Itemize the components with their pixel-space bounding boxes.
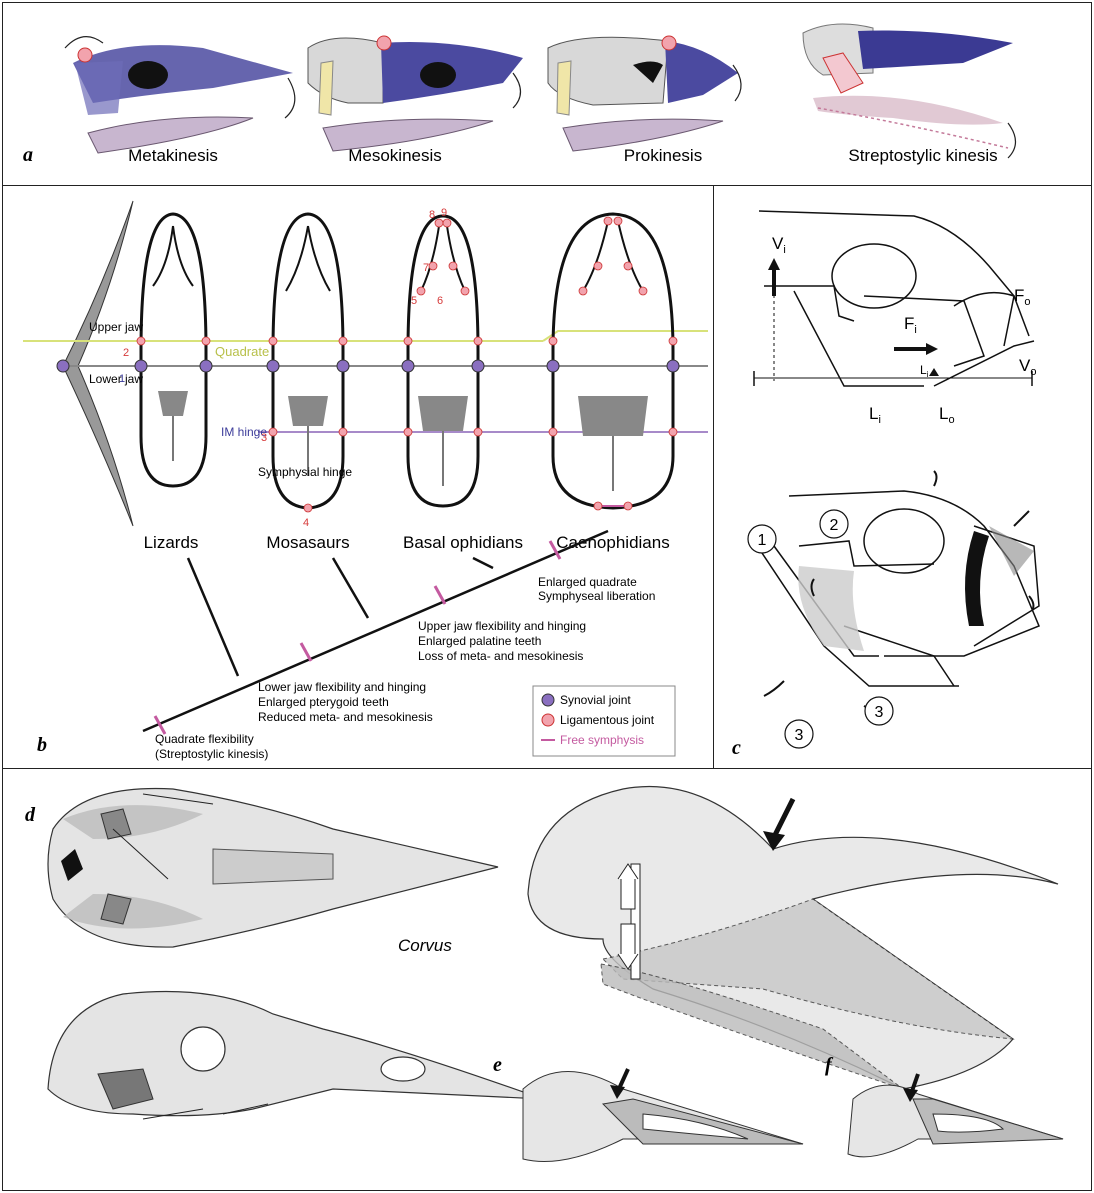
caption-prokinesis: Prokinesis <box>624 146 702 165</box>
hatched-region <box>989 526 1034 576</box>
label-lower-jaw: Lower jaw <box>89 372 143 386</box>
mosasaur-palate <box>273 214 343 508</box>
caption-mesokinesis: Mesokinesis <box>348 146 442 165</box>
taxon-caenophidians: Caenophidians <box>556 533 669 552</box>
note-mosa-1: Lower jaw flexibility and hinging <box>258 680 426 694</box>
note-lizard-2: (Streptostylic kinesis) <box>155 747 268 761</box>
caenophidian-palate <box>553 214 673 508</box>
caption-metakinesis: Metakinesis <box>128 146 218 165</box>
circled-3b: 3 <box>875 704 884 721</box>
circled-2: 2 <box>830 517 839 534</box>
panel-def-svg: Corvus d e f <box>3 769 1093 1192</box>
joint-number-2: 2 <box>123 347 129 359</box>
taxon-basal-ophidians: Basal ophidians <box>403 533 523 552</box>
joint-number-1: 1 <box>119 373 125 385</box>
label-vi: Vi <box>772 234 786 256</box>
label-quadrate: Quadrate <box>215 344 269 359</box>
corvus-jaw-mechanics <box>528 787 1058 1090</box>
legend-swatch-synovial <box>542 694 554 706</box>
note-caeno-1: Enlarged quadrate <box>538 575 637 589</box>
joint-number-7: 7 <box>423 262 429 274</box>
note-lizard-1: Quadrate flexibility <box>155 732 254 746</box>
note-mosa-3: Reduced meta- and mesokinesis <box>258 710 433 724</box>
note-caeno-2: Symphyseal liberation <box>538 589 655 603</box>
note-basal-3: Loss of meta- and mesokinesis <box>418 649 583 663</box>
circled-1: 1 <box>758 532 767 549</box>
label-li: Li <box>869 404 881 426</box>
panel-c-svg: Vi Fo Fi Vo Li Li Lo 1 <box>714 186 1093 771</box>
note-mosa-2: Enlarged pterygoid teeth <box>258 695 389 709</box>
caption-streptostylic: Streptostylic kinesis <box>848 146 997 165</box>
taxon-lizards: Lizards <box>144 533 199 552</box>
panel-e-letter: e <box>493 1054 502 1076</box>
skull-mesokinesis <box>308 36 523 151</box>
panel-a-letter: a <box>23 144 33 166</box>
basal-ophidian-palate <box>408 216 478 506</box>
panel-d-letter: d <box>25 804 36 826</box>
note-basal-1: Upper jaw flexibility and hinging <box>418 619 586 633</box>
label-upper-jaw: Upper jaw <box>89 320 143 334</box>
panel-c: Vi Fo Fi Vo Li Li Lo 1 <box>713 185 1092 770</box>
quadrate-stipple <box>798 566 864 651</box>
label-fo: Fo <box>1014 286 1031 308</box>
skull-f <box>848 1074 1063 1157</box>
joint-number-9: 9 <box>441 207 447 219</box>
joint-number-6: 6 <box>437 295 443 307</box>
circled-3a: 3 <box>795 727 804 744</box>
legend-synovial: Synovial joint <box>560 693 631 707</box>
panel-c-letter: c <box>732 737 741 759</box>
lower-jaw-side-view <box>63 201 133 526</box>
skull-e <box>523 1069 803 1162</box>
skull-metakinesis <box>65 37 295 153</box>
genus-label: Corvus <box>398 936 452 955</box>
panel-def: Corvus d e f <box>2 768 1092 1191</box>
label-symphysial-hinge: Symphysial hinge <box>258 465 352 479</box>
legend: Synovial joint Ligamentous joint Free sy… <box>533 686 675 756</box>
skull-streptostylic <box>803 24 1016 158</box>
taxon-mosasaurs: Mosasaurs <box>266 533 349 552</box>
panel-a: a Metakinesis Mesokinesis Prokinesis Str… <box>2 2 1092 186</box>
corvus-lateral-skull <box>48 992 543 1120</box>
lever-diagram <box>754 211 1034 386</box>
corvus-ventral-skull <box>48 789 498 948</box>
vi-arrowhead <box>768 258 780 270</box>
panel-b-svg: Upper jaw Lower jaw Quadrate IM hinge Sy… <box>3 186 716 771</box>
joint-number-3: 3 <box>261 432 267 444</box>
note-basal-2: Enlarged palatine teeth <box>418 634 541 648</box>
premaxilla-dark <box>965 531 989 626</box>
fi-arrowhead <box>926 343 938 355</box>
lizard-palate <box>141 214 206 486</box>
skull-prokinesis <box>548 36 741 151</box>
panel-b: Upper jaw Lower jaw Quadrate IM hinge Sy… <box>2 185 715 770</box>
label-fi: Fi <box>904 314 917 336</box>
fulcrum <box>929 368 939 376</box>
legend-ligamentous: Ligamentous joint <box>560 713 655 727</box>
panel-b-letter: b <box>37 734 47 756</box>
joint-number-5: 5 <box>411 295 417 307</box>
skull-mechanism <box>754 491 1039 686</box>
joint-number-4: 4 <box>303 517 309 529</box>
label-li-small: Li <box>920 363 929 379</box>
label-vo: Vo <box>1019 356 1036 378</box>
joint-number-8: 8 <box>429 209 435 221</box>
label-lo: Lo <box>939 404 955 426</box>
panel-a-svg: a Metakinesis Mesokinesis Prokinesis Str… <box>3 3 1093 187</box>
legend-swatch-ligamentous <box>542 714 554 726</box>
legend-free-symphysis: Free symphysis <box>560 733 644 747</box>
